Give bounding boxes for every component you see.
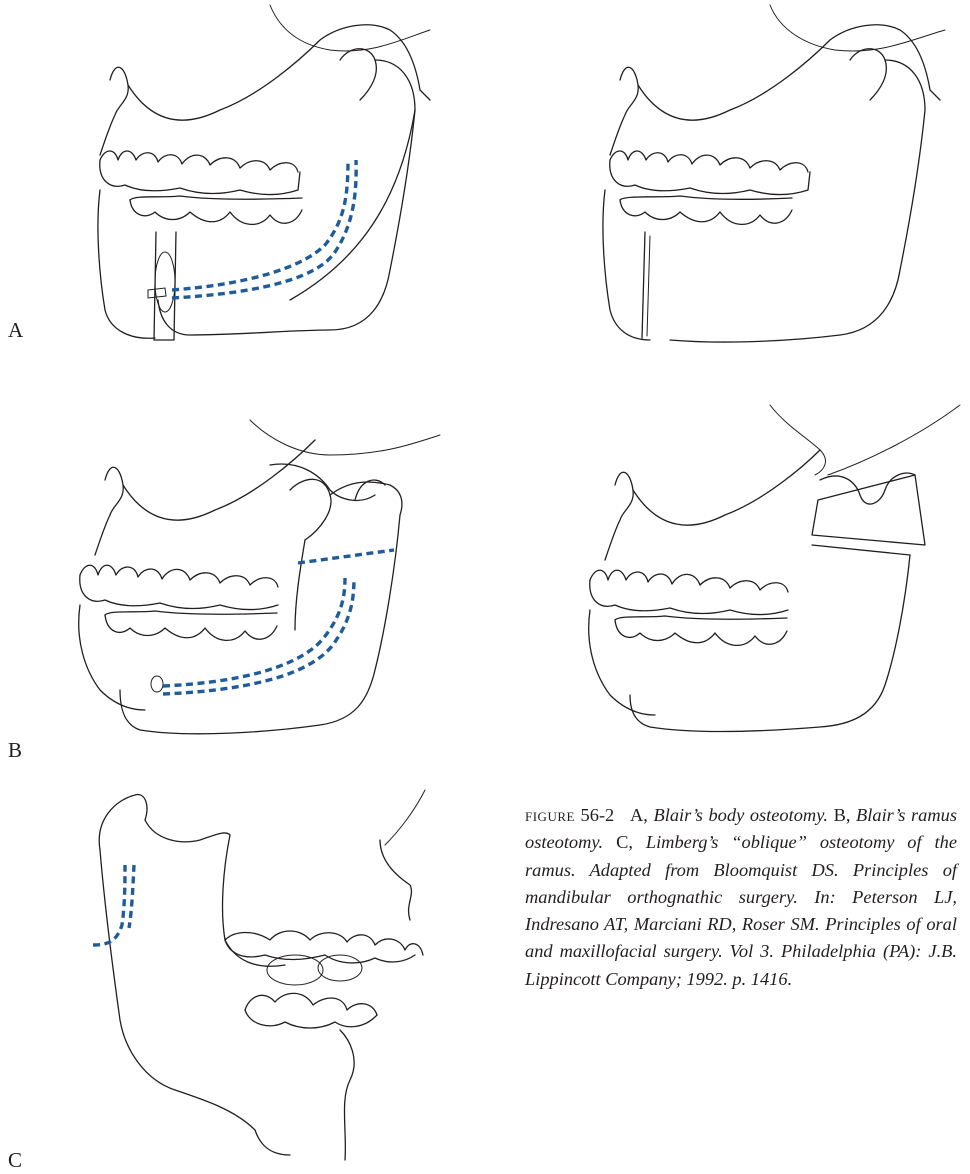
figure-label: figure [525, 805, 575, 825]
caption-a-text: Blair’s body osteotomy. [654, 805, 828, 825]
panel-a-letter: A [8, 320, 23, 341]
figure-number: 56-2 [581, 805, 615, 825]
caption-b-letter: B, [834, 805, 851, 825]
panel-b-illustration [60, 400, 480, 760]
panel-a-illustration [70, 0, 460, 340]
panel-c-illustration [85, 790, 445, 1160]
caption-a-letter: A, [630, 805, 648, 825]
figure-caption: figure 56-2 A, Blair’s body osteotomy. B… [525, 802, 957, 993]
caption-c-letter: C, [616, 832, 633, 852]
panel-b-letter: B [8, 740, 22, 761]
panel-c-letter: C [8, 1150, 22, 1171]
caption-c-text: Limberg’s “oblique” osteotomy of the ram… [525, 832, 957, 988]
panel-b-result-illustration [570, 405, 970, 765]
panel-a-result-illustration [580, 0, 970, 350]
